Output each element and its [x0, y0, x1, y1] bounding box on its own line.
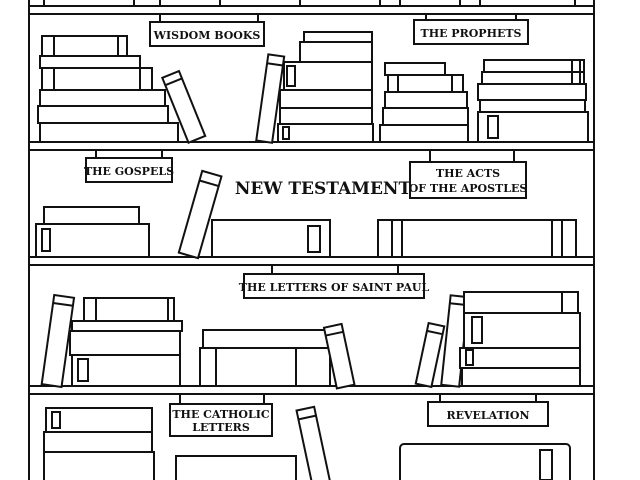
book [43, 206, 140, 225]
book-tag [282, 126, 290, 140]
shelf-1-books [37, 31, 589, 144]
shelf-board-3 [28, 385, 595, 395]
book [35, 223, 150, 258]
book [199, 347, 331, 387]
book [481, 71, 585, 85]
sign-the-prophets: THE PROPHETS [413, 14, 529, 45]
label-acts-line-1: THE ACTS [436, 167, 500, 180]
book-tag [539, 449, 553, 480]
book-tag [41, 228, 51, 252]
label-the-gospels: THE GOSPELS [84, 165, 174, 178]
book [177, 169, 223, 260]
book [461, 367, 581, 387]
book [384, 91, 468, 109]
label-letters-of-saint-paul: THE LETTERS OF SAINT PAUL [239, 281, 430, 294]
top-book-edges [43, 0, 576, 7]
label-the-prophets: THE PROPHETS [421, 27, 522, 40]
book [322, 322, 356, 390]
book [277, 123, 374, 143]
shelf-board-1 [28, 141, 595, 151]
book [377, 219, 577, 258]
book [399, 443, 571, 480]
shelf-4-books [43, 405, 571, 480]
shelf-board-top [28, 5, 595, 15]
book [71, 320, 183, 332]
book-tag [471, 316, 483, 344]
book [463, 291, 579, 314]
shelf-3-books [40, 291, 581, 390]
label-catholic-line-1: THE CATHOLIC [172, 408, 270, 421]
book-tag [307, 225, 321, 253]
book [414, 321, 446, 389]
label-wisdom-books: WISDOM BOOKS [153, 29, 261, 42]
sign-acts-of-the-apostles: THE ACTS OF THE APOSTLES [409, 150, 528, 199]
label-acts-line-2: OF THE APOSTLES [409, 182, 528, 195]
book [384, 62, 446, 76]
book [279, 89, 373, 109]
book [299, 41, 373, 63]
book [175, 455, 297, 480]
book [463, 312, 581, 349]
sign-catholic-letters: THE CATHOLIC LETTERS [169, 394, 273, 437]
book [83, 297, 175, 322]
shelf-2-books [35, 169, 577, 260]
book-tag [51, 411, 61, 429]
label-revelation: REVELATION [446, 409, 529, 422]
book-tag [465, 349, 474, 366]
book [39, 89, 166, 107]
book [379, 124, 469, 143]
sign-revelation: REVELATION [427, 394, 549, 427]
book [202, 329, 329, 349]
book [43, 431, 153, 453]
book [160, 69, 207, 144]
book [295, 405, 332, 480]
book [41, 35, 128, 57]
book [483, 59, 585, 73]
book-tag [77, 358, 89, 382]
book [45, 407, 153, 433]
book [69, 330, 181, 356]
book [459, 347, 581, 369]
book [43, 451, 155, 480]
shelf-signs: WISDOM BOOKS THE PROPHETS THE GOSPELS TH… [84, 14, 549, 437]
sign-wisdom-books: WISDOM BOOKS [149, 14, 265, 47]
book [39, 55, 141, 69]
sign-the-gospels: THE GOSPELS [84, 150, 174, 183]
heading-new-testament: NEW TESTAMENT [235, 179, 412, 199]
book [255, 53, 286, 144]
book [39, 122, 179, 143]
book [37, 105, 169, 124]
book-tag [286, 65, 296, 87]
label-catholic-line-2: LETTERS [192, 421, 250, 434]
shelf-board-2 [28, 256, 595, 266]
book [283, 61, 373, 91]
book [41, 67, 153, 91]
book [40, 293, 76, 389]
book [479, 99, 586, 113]
book [303, 31, 373, 43]
book [477, 83, 587, 101]
book [279, 107, 373, 125]
sign-letters-of-saint-paul: THE LETTERS OF SAINT PAUL [239, 265, 430, 299]
book-tag [487, 115, 499, 139]
book [382, 107, 469, 126]
